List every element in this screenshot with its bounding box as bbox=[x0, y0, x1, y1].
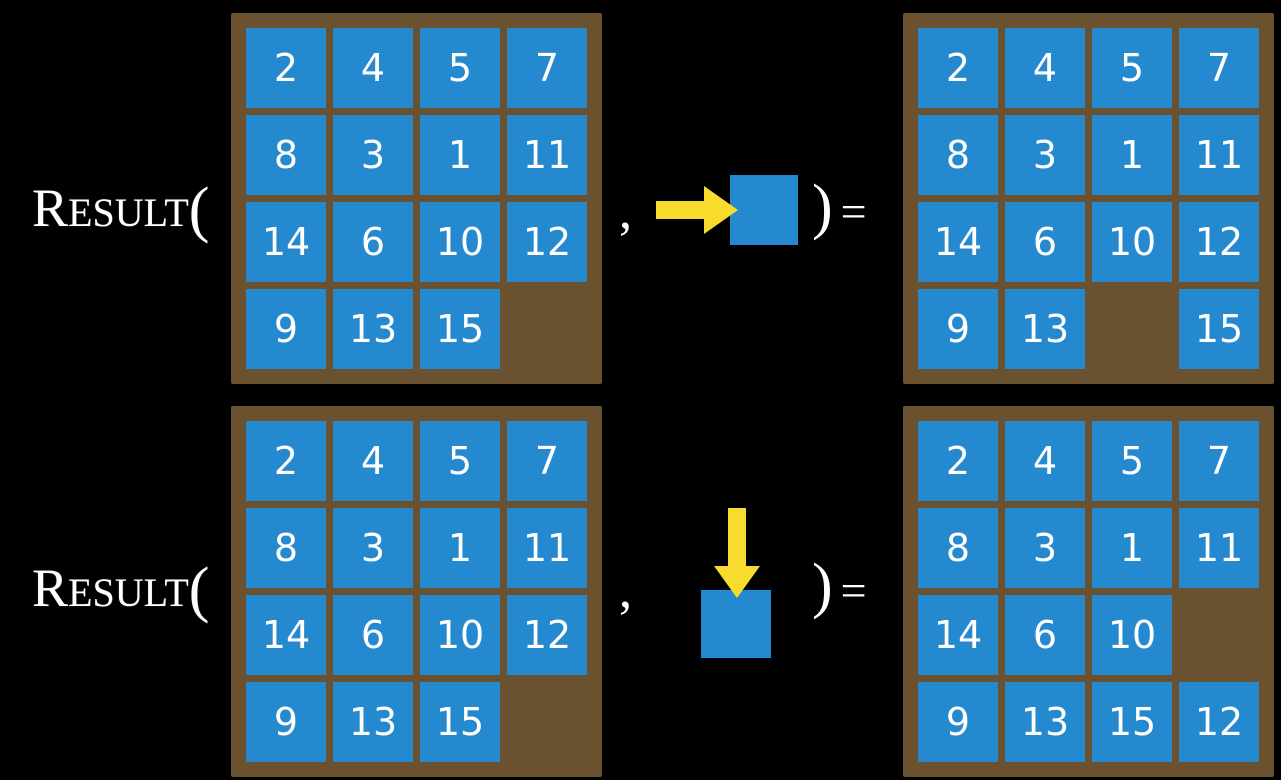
tile[interactable]: 7 bbox=[1179, 421, 1259, 501]
result-label-initial: R bbox=[32, 178, 69, 238]
tile[interactable]: 13 bbox=[333, 682, 413, 762]
tile[interactable]: 5 bbox=[420, 421, 500, 501]
move-blank-square-bottom bbox=[701, 590, 771, 658]
tile[interactable]: 1 bbox=[420, 508, 500, 588]
argument-separator-bottom: , bbox=[619, 562, 632, 619]
tile[interactable]: 10 bbox=[420, 202, 500, 282]
tile[interactable]: 9 bbox=[246, 682, 326, 762]
tile[interactable]: 3 bbox=[1005, 115, 1085, 195]
result-label-initial: R bbox=[32, 558, 69, 618]
figure-row-bottom: RESULT( 2 4 5 7 8 3 1 11 14 6 10 12 9 13… bbox=[0, 390, 1281, 780]
tile[interactable]: 11 bbox=[507, 508, 587, 588]
tile[interactable]: 9 bbox=[246, 289, 326, 369]
result-open-paren: ( bbox=[188, 556, 210, 624]
tile-blank[interactable] bbox=[507, 682, 587, 762]
tile[interactable]: 1 bbox=[1092, 115, 1172, 195]
tile[interactable]: 3 bbox=[333, 508, 413, 588]
tile[interactable]: 13 bbox=[1005, 682, 1085, 762]
tile[interactable]: 2 bbox=[246, 421, 326, 501]
tile[interactable]: 10 bbox=[1092, 595, 1172, 675]
tile[interactable]: 7 bbox=[507, 421, 587, 501]
tile[interactable]: 1 bbox=[420, 115, 500, 195]
output-grid-bottom: 2 4 5 7 8 3 1 11 14 6 10 9 13 15 12 bbox=[903, 406, 1274, 777]
tile[interactable]: 5 bbox=[420, 28, 500, 108]
result-open-paren: ( bbox=[188, 176, 210, 244]
argument-separator-top: , bbox=[619, 183, 632, 240]
tile[interactable]: 4 bbox=[1005, 28, 1085, 108]
tile[interactable]: 7 bbox=[507, 28, 587, 108]
input-grid-bottom: 2 4 5 7 8 3 1 11 14 6 10 12 9 13 15 bbox=[231, 406, 602, 777]
tile[interactable]: 13 bbox=[1005, 289, 1085, 369]
tile[interactable]: 7 bbox=[1179, 28, 1259, 108]
figure-row-top: RESULT( 2 4 5 7 8 3 1 11 14 6 10 12 9 13… bbox=[32, 13, 1274, 384]
tile[interactable]: 8 bbox=[918, 115, 998, 195]
tile-blank[interactable] bbox=[1092, 289, 1172, 369]
tile[interactable]: 5 bbox=[1092, 421, 1172, 501]
result-close-paren: ) bbox=[812, 173, 833, 241]
arrow-down-icon bbox=[714, 508, 760, 598]
tile[interactable]: 1 bbox=[1092, 508, 1172, 588]
tile[interactable]: 4 bbox=[333, 421, 413, 501]
tile[interactable]: 15 bbox=[1092, 682, 1172, 762]
result-label-bottom: RESULT( bbox=[32, 555, 209, 621]
tile[interactable]: 11 bbox=[507, 115, 587, 195]
tile[interactable]: 2 bbox=[918, 28, 998, 108]
tile-blank[interactable] bbox=[507, 289, 587, 369]
result-close-paren: ) bbox=[812, 552, 833, 620]
tile-blank[interactable] bbox=[1179, 595, 1259, 675]
tile[interactable]: 6 bbox=[333, 595, 413, 675]
tile[interactable]: 8 bbox=[246, 508, 326, 588]
tile[interactable]: 6 bbox=[1005, 595, 1085, 675]
tile[interactable]: 4 bbox=[1005, 421, 1085, 501]
tile[interactable]: 12 bbox=[507, 595, 587, 675]
tile[interactable]: 10 bbox=[1092, 202, 1172, 282]
tile[interactable]: 15 bbox=[420, 682, 500, 762]
arrow-right-icon bbox=[656, 186, 738, 234]
tile[interactable]: 14 bbox=[918, 595, 998, 675]
tile[interactable]: 2 bbox=[918, 421, 998, 501]
tile[interactable]: 15 bbox=[420, 289, 500, 369]
tile[interactable]: 2 bbox=[246, 28, 326, 108]
tile[interactable]: 5 bbox=[1092, 28, 1172, 108]
tile[interactable]: 3 bbox=[333, 115, 413, 195]
tile[interactable]: 9 bbox=[918, 289, 998, 369]
tile[interactable]: 8 bbox=[918, 508, 998, 588]
tile[interactable]: 6 bbox=[1005, 202, 1085, 282]
tile[interactable]: 14 bbox=[246, 595, 326, 675]
tile[interactable]: 6 bbox=[333, 202, 413, 282]
equals-sign: = bbox=[840, 186, 867, 237]
move-blank-square-top bbox=[730, 175, 798, 245]
tile[interactable]: 8 bbox=[246, 115, 326, 195]
output-grid-top: 2 4 5 7 8 3 1 11 14 6 10 12 9 13 15 bbox=[903, 13, 1274, 384]
equals-sign: = bbox=[840, 565, 867, 616]
tile[interactable]: 13 bbox=[333, 289, 413, 369]
closer-top: )= bbox=[812, 176, 867, 238]
tile[interactable]: 14 bbox=[918, 202, 998, 282]
tile[interactable]: 12 bbox=[1179, 682, 1259, 762]
result-label-rest: ESULT bbox=[68, 570, 189, 615]
tile[interactable]: 11 bbox=[1179, 508, 1259, 588]
tile[interactable]: 4 bbox=[333, 28, 413, 108]
closer-bottom: )= bbox=[812, 555, 867, 617]
tile[interactable]: 12 bbox=[507, 202, 587, 282]
tile[interactable]: 12 bbox=[1179, 202, 1259, 282]
tile[interactable]: 9 bbox=[918, 682, 998, 762]
result-label-rest: ESULT bbox=[68, 190, 189, 235]
tile[interactable]: 15 bbox=[1179, 289, 1259, 369]
tile[interactable]: 11 bbox=[1179, 115, 1259, 195]
input-grid-top: 2 4 5 7 8 3 1 11 14 6 10 12 9 13 15 bbox=[231, 13, 602, 384]
result-label-top: RESULT( bbox=[32, 175, 209, 241]
tile[interactable]: 14 bbox=[246, 202, 326, 282]
tile[interactable]: 3 bbox=[1005, 508, 1085, 588]
tile[interactable]: 10 bbox=[420, 595, 500, 675]
